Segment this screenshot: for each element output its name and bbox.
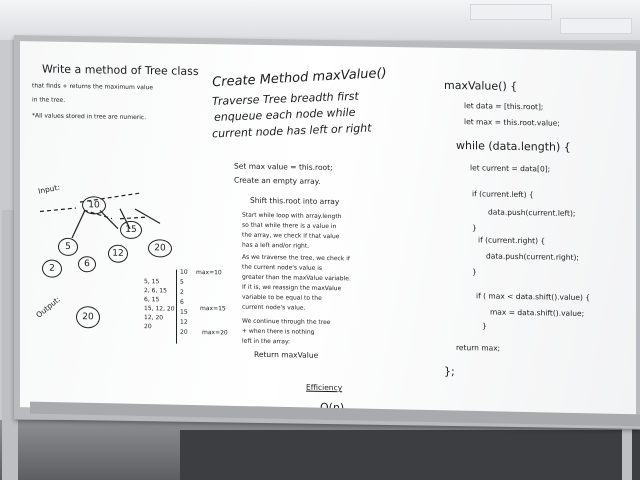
step-paragraph-line: greater than the maxValue variable. [242,273,351,283]
step-paragraph-line: left in the array: [242,337,291,346]
code-line: let data = [this.root]; [464,101,544,112]
trace-max: max=20 [202,329,228,337]
step-paragraph-line: + when there is nothing [242,327,315,336]
trace-current: 12 [180,318,188,326]
tree-node: 15 [120,220,142,240]
code-line: data.push(current.right); [486,251,579,262]
approach-line-3: enqueue each node while [213,105,356,124]
tree-node: 5 [58,237,78,257]
code-line: max = data.shift().value; [490,307,585,319]
trace-max: max=15 [200,305,226,313]
trace-current: 10 [180,268,188,276]
step-2: Create an empty array. [234,175,321,186]
whiteboard-surface: Write a method of Tree class that finds … [20,41,636,417]
trace-queue: 5, 15 [144,278,160,286]
code-line: } [482,321,487,331]
trace-column-current: 10 5 2 6 15 12 20 [180,268,188,336]
code-line: maxValue() { [444,78,518,93]
step-return: Return maxValue [254,349,319,360]
step-3: Shift this.root into array [250,195,340,207]
efficiency-label: Efficiency [306,382,343,393]
code-line: let current = data[0]; [470,163,551,174]
step-paragraph-line: As we traverse the tree, we check if [242,253,350,263]
step-paragraph-line: If it is, we reassign the maxValue [242,283,342,293]
trace-column-queue: 5, 15 2, 6, 15 6, 15 15, 12, 20 12, 20 2… [144,278,175,331]
code-line: while (data.length) { [456,139,571,154]
approach-line-4: current node has left or right [211,121,372,141]
code-line: } [472,267,477,277]
code-line: } [472,223,477,233]
trace-current: 5 [180,278,184,286]
tree-node: 20 [148,239,172,258]
step-paragraph-line: has a left and/or right. [242,241,310,250]
trace-current: 2 [180,288,184,296]
approach-line-2: Traverse Tree breadth first [211,89,360,109]
tree-edges [39,192,161,239]
tree-node: 2 [42,259,62,278]
code-line: }; [444,364,455,379]
trace-queue: 6, 15 [144,296,160,304]
trace-queue: 12, 20 [144,314,164,322]
ceiling-light [560,18,632,34]
approach-title: Create Method maxValue() [211,65,388,91]
ceiling-light [470,4,552,20]
trace-max: max=10 [196,268,222,277]
trace-queue: 2, 6, 15 [144,287,167,295]
trace-queue: 20 [144,323,152,331]
tree-node: 12 [108,244,128,263]
code-line: if (current.right) { [478,235,546,246]
trace-current: 6 [180,298,184,306]
step-paragraph-line: the current node's value is [242,263,323,272]
carpet [180,430,640,480]
step-paragraph-line: We continue through the tree [242,317,331,327]
tree-node: 10 [82,196,106,215]
output-node: 20 [76,306,100,329]
trace-current: 15 [180,308,188,316]
tree-node: 6 [78,256,96,273]
code-line: return max; [456,343,501,353]
code-line: data.push(current.left); [488,207,576,218]
trace-current: 20 [180,328,188,336]
step-1: Set max value = this.root; [234,161,333,173]
output-label: Output: [34,294,62,320]
code-line: if (current.left) { [472,189,534,200]
trace-divider [176,269,177,344]
whiteboard: Write a method of Tree class that finds … [14,35,640,429]
step-paragraph-line: current node's value. [242,303,306,312]
code-line: let max = this.root.value; [464,117,560,128]
step-paragraph-line: Start while loop with array.length [242,211,342,221]
code-line: if ( max < data.shift().value) { [476,291,591,303]
step-paragraph-line: so that while there is a value in [242,221,337,231]
step-paragraph-line: variable to be equal to the [242,293,322,302]
trace-queue: 15, 12, 20 [144,305,175,313]
whiteboard-leg [622,410,632,480]
ceiling [0,0,640,40]
step-paragraph-line: the array, we check if that value [242,231,340,241]
